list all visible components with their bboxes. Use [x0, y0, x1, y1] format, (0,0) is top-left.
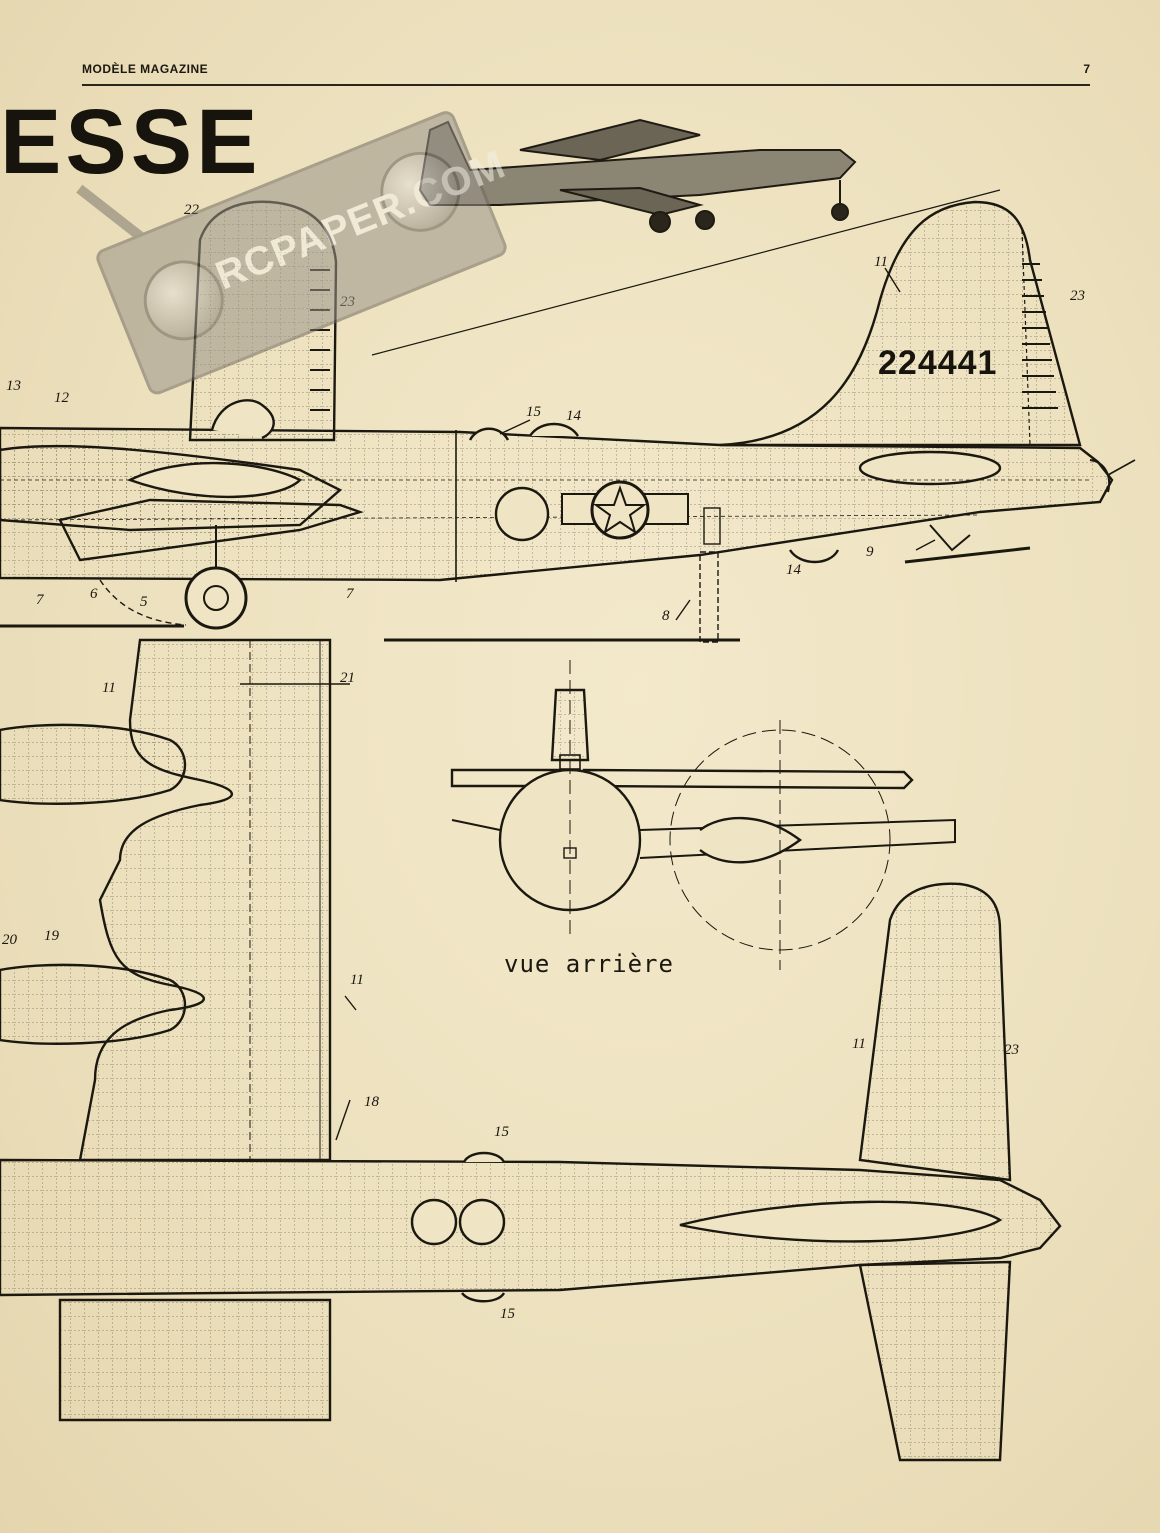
callout-label: 11 — [852, 1036, 866, 1052]
callout-label: 8 — [662, 608, 670, 624]
callout-label: 18 — [364, 1094, 379, 1110]
callout-label: 11 — [102, 680, 116, 696]
callout-label: 14 — [786, 562, 801, 578]
magazine-name: MODÈLE MAGAZINE — [82, 62, 209, 76]
callout-label: 19 — [44, 928, 59, 944]
callout-label: 7 — [346, 586, 354, 602]
callout-label: 12 — [54, 390, 69, 406]
antenna-icon — [76, 184, 146, 242]
callout-label: 15 — [500, 1306, 515, 1322]
callout-label: 9 — [866, 544, 874, 560]
callout-label: 23 — [1070, 288, 1085, 304]
callout-label: 15 — [494, 1124, 509, 1140]
callout-label: 20 — [2, 932, 17, 948]
rear-view — [450, 660, 956, 970]
callout-label: 6 — [90, 586, 98, 602]
side-view — [0, 200, 1136, 643]
page-number: 7 — [1083, 62, 1090, 76]
page-header: MODÈLE MAGAZINE 7 — [82, 60, 1090, 86]
callout-label: 14 — [566, 408, 581, 424]
callout-label: 21 — [340, 670, 355, 686]
plan-view — [0, 638, 1062, 1462]
callout-label: 23 — [1004, 1042, 1019, 1058]
callout-label: 7 — [36, 592, 44, 608]
callout-label: 13 — [6, 378, 21, 394]
callout-label: 5 — [140, 594, 148, 610]
callout-label: 15 — [526, 404, 541, 420]
callout-label: 11 — [874, 254, 888, 270]
callout-label: 11 — [350, 972, 364, 988]
leader-line — [371, 189, 1001, 356]
callout-leaders — [240, 267, 936, 1141]
tail-number: 224441 — [878, 344, 998, 382]
article-title-fragment: ESSE — [0, 91, 262, 193]
rear-view-caption: vue arrière — [504, 950, 674, 978]
